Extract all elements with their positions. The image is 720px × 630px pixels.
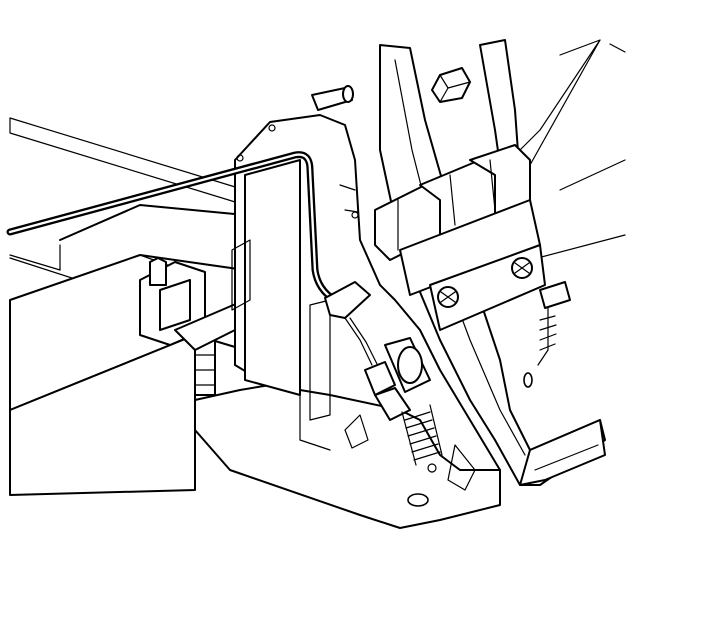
pedal-switch bbox=[523, 281, 571, 388]
pivot-clamp bbox=[374, 144, 546, 331]
pivot-stud bbox=[311, 67, 471, 111]
bracket-support bbox=[139, 257, 256, 396]
release-cable bbox=[6, 151, 411, 421]
return-spring bbox=[384, 337, 443, 473]
